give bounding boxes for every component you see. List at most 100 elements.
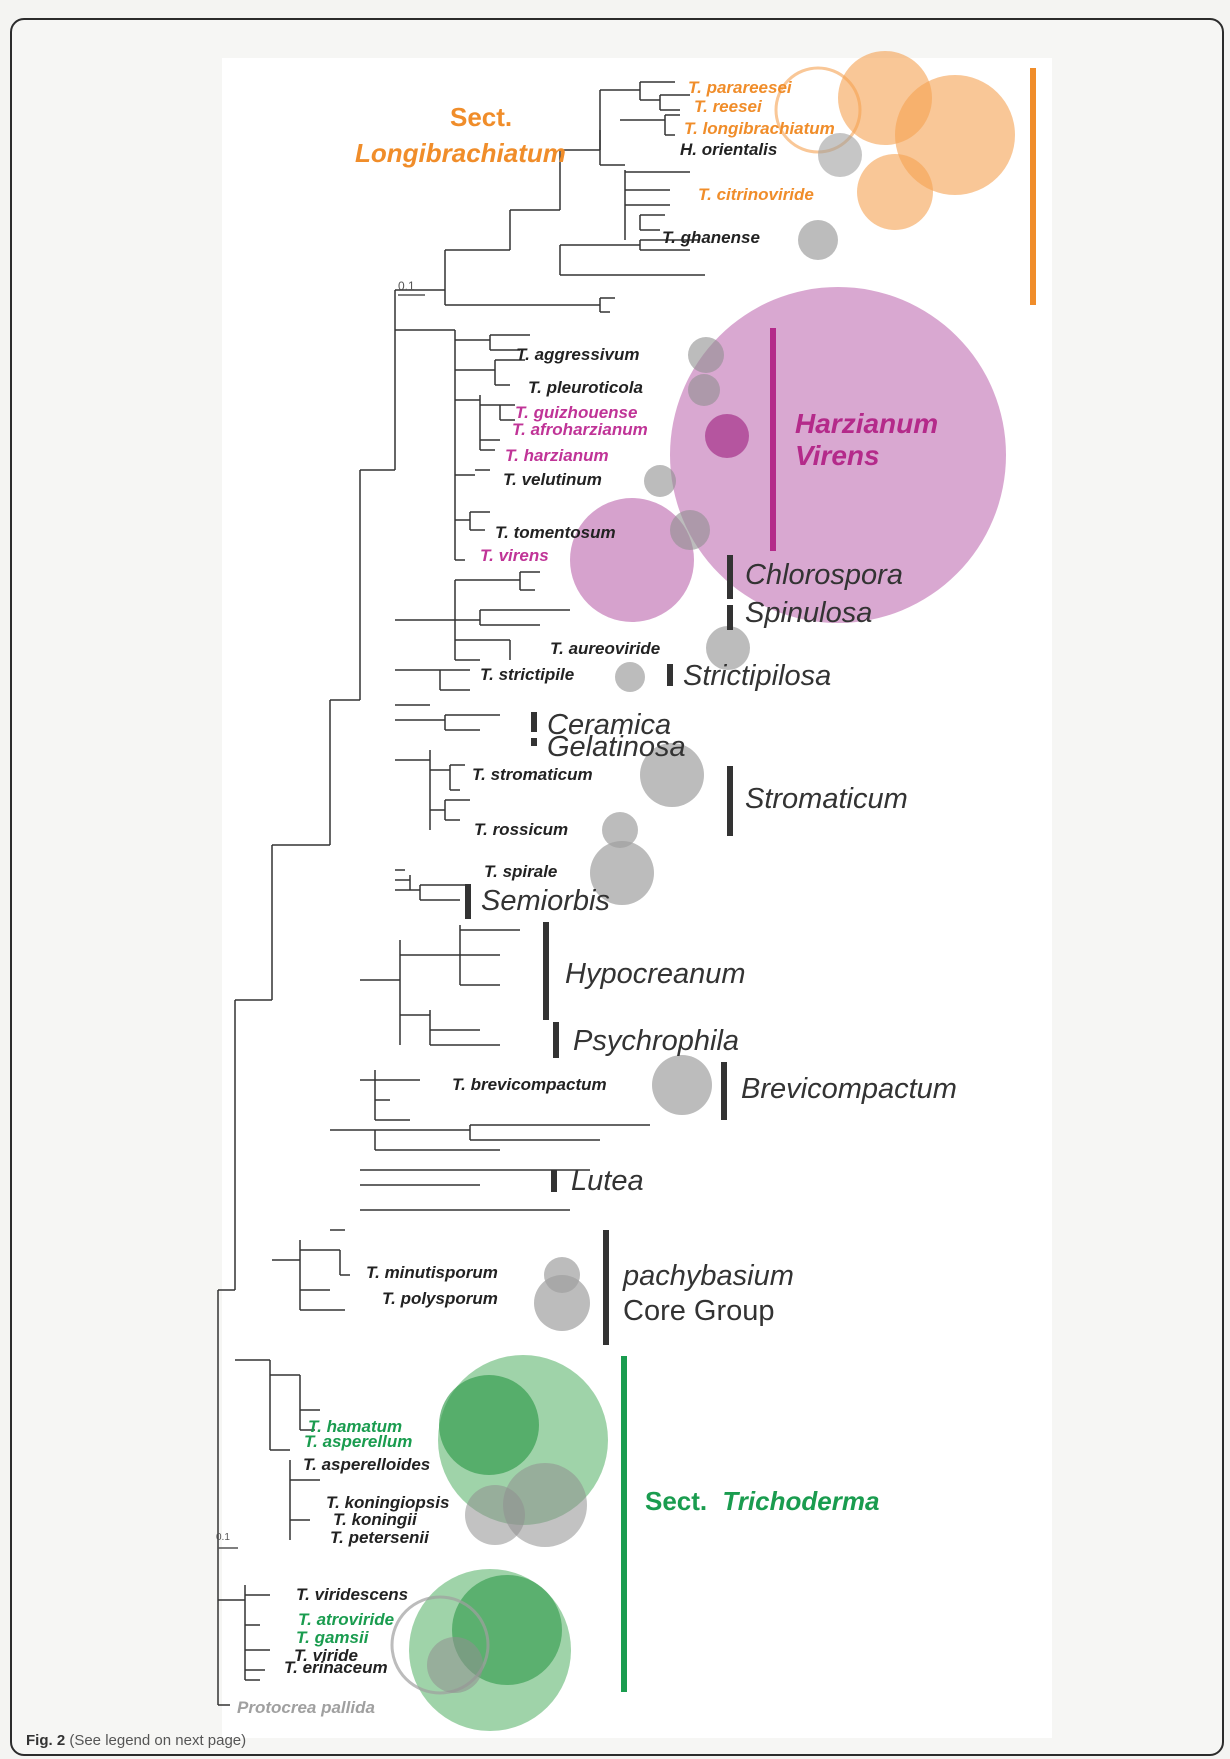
taxon-label: T. strictipile [480,665,574,684]
taxon-label: T. parareesei [688,78,793,97]
taxon-label: T. aggressivum [516,345,639,364]
taxon-label: T. virens [480,546,549,565]
section-header-trichoderma-name: Trichoderma [722,1486,879,1516]
taxon-label: T. tomentosum [495,523,616,542]
clade-bar-trichoderma [621,1356,627,1692]
bubble [390,1595,490,1695]
taxon-label: T. hamatum [308,1417,402,1436]
taxon-label: Protocrea pallida [237,1698,375,1717]
bubble [615,662,645,692]
taxon-label: T. harzianum [505,446,609,465]
clade-bar-hypocreanum [543,922,549,1020]
taxon-label: T. petersenii [330,1528,430,1547]
clade-bar-gelatinosa [531,738,537,746]
clade-bar-strictipilosa [667,664,673,686]
taxon-label: T. longibrachiatum [684,119,835,138]
clade-label-psychrophila: Psychrophila [573,1025,739,1057]
clade-label-core-group: Core Group [623,1295,775,1327]
clade-bar-longibrachiatum [1030,68,1036,305]
section-header-sect-label: Sect. [645,1486,707,1516]
taxon-label: T. aureoviride [550,639,660,658]
bubble [818,133,862,177]
figure-caption: Fig. 2 (See legend on next page) [26,1732,246,1749]
taxon-label: T. asperellum [304,1432,412,1451]
bubble [570,498,694,622]
scale-bar-top: 0.1 [398,279,425,296]
bubble [652,1055,712,1115]
taxon-label: T. polysporum [382,1289,498,1308]
bubble [670,287,1006,623]
clade-label-chlorospora: Chlorospora [745,559,903,591]
scale-bar-bottom: 0.1 [216,1532,238,1549]
clade-bar-pachybasium [603,1230,609,1345]
clade-label-brevicompactum: Brevicompactum [741,1073,957,1105]
bubble [439,1375,539,1475]
clade-label-ceramica: Ceramica [547,709,671,741]
section-header-trichoderma: Sect. Trichoderma [645,1486,879,1516]
bubble [590,841,654,905]
clade-label-hypocreanum: Hypocreanum [565,958,746,990]
bubble [706,626,750,670]
taxon-label: T. rossicum [474,820,568,839]
taxon-label: T. asperelloides [303,1455,430,1474]
taxon-label: T. reesei [694,97,763,116]
clade-label-pachybasium: pachybasium [622,1260,794,1292]
taxon-label: T. erinaceum [284,1658,388,1677]
bubble [534,1275,590,1331]
tree-branches [217,81,705,1706]
clade-label-spinulosa: Spinulosa [745,597,872,629]
clade-bar-harzianum [770,328,776,551]
bubble [503,1463,587,1547]
taxon-label: T. stromaticum [472,765,593,784]
bubble [644,465,676,497]
taxon-label: T. guizhouense [515,403,637,422]
taxon-label: T. viride [294,1646,358,1665]
clade-label-gelatinosa: Gelatinosa [547,731,686,763]
clade-label-strictipilosa: Strictipilosa [683,660,831,692]
taxon-label: T. afroharzianum [512,420,648,439]
clade-label-lutea: Lutea [571,1165,644,1197]
clade-bars [465,68,1036,1692]
bubble [705,414,749,458]
bubble [640,743,704,807]
section-header-sect-label: Sect. [450,102,512,132]
bubbles [390,51,1015,1731]
section-headers: Sect. Longibrachiatum Harzianum Virens S… [355,102,938,1516]
section-header-virens: Virens [795,440,880,471]
figure-caption-text: (See legend on next page) [69,1732,247,1749]
clade-bar-stromaticum [727,766,733,836]
bubble [838,51,932,145]
taxon-label: T. gamsii [296,1628,370,1647]
bubble [427,1637,483,1693]
taxon-label: H. orientalis [680,140,777,159]
taxon-label: T. viridescens [296,1585,408,1604]
taxon-label: T. ghanense [662,228,760,247]
taxon-label: T. velutinum [503,470,602,489]
taxon-labels: T. parareesei T. reesei T. longibrachiat… [237,78,835,1717]
clade-bar-spinulosa [727,605,733,630]
section-header-longibrachiatum: Longibrachiatum [355,138,566,168]
clade-label-semiorbis: Semiorbis [481,885,610,917]
taxon-label: T. spirale [484,862,557,881]
figure-number: Fig. 2 [26,1732,66,1749]
clade-bar-psychrophila [553,1022,559,1058]
taxon-label: T. atroviride [298,1610,394,1629]
scale-bar-label: 0.1 [216,1532,230,1543]
bubble [688,337,724,373]
taxon-label: T. koningiopsis [326,1493,449,1512]
scale-bar-label: 0.1 [398,279,415,293]
taxon-label: T. brevicompactum [452,1075,607,1094]
bubble [688,374,720,406]
taxon-label: T. koningii [333,1510,418,1529]
taxon-label: T. citrinoviride [698,185,814,204]
clade-bar-brevicompactum [721,1062,727,1120]
bubble [465,1485,525,1545]
taxon-label: T. minutisporum [366,1263,498,1282]
clade-label-stromaticum: Stromaticum [745,783,908,815]
taxon-label: T. pleuroticola [528,378,643,397]
section-header-harzianum: Harzianum [795,408,938,439]
clade-bar-semiorbis [465,884,471,919]
clade-labels: Chlorospora Spinulosa Strictipilosa Cera… [481,559,957,1327]
clade-bar-ceramica [531,712,537,732]
